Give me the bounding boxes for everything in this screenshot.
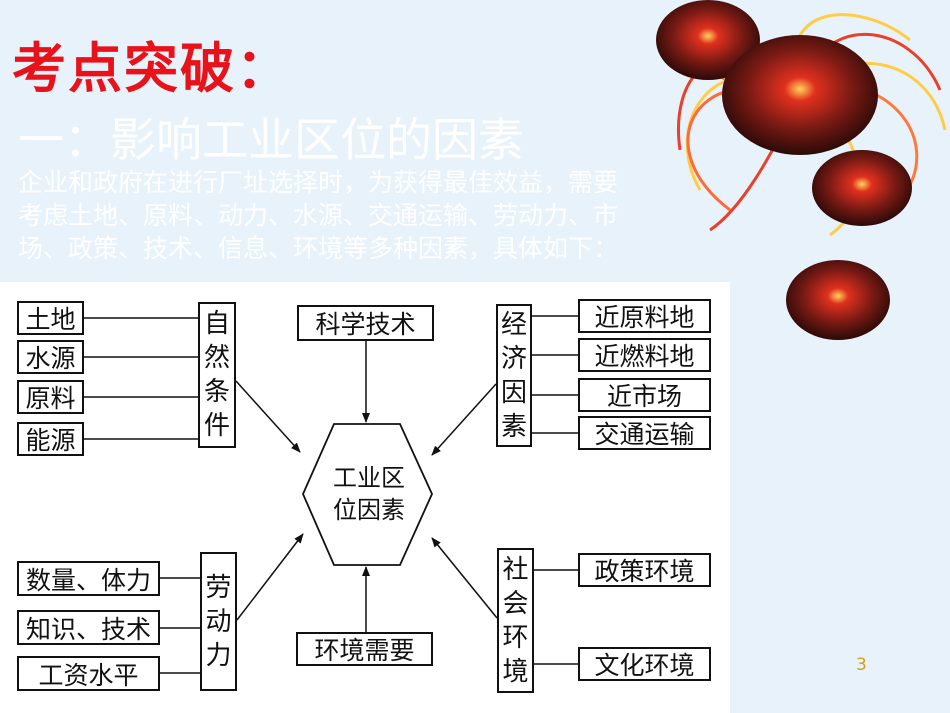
natural-item-box: 能源 — [17, 422, 84, 456]
label-char: 因 — [500, 377, 527, 408]
slide-title: 考点突破： — [12, 37, 292, 100]
center-label-line: 工业区 — [333, 464, 405, 492]
slide-subtitle: 一：影响工业区位的因素 — [18, 113, 524, 167]
economic-item-box: 近市场 — [578, 378, 711, 412]
labor-item-box: 数量、体力 — [17, 561, 160, 596]
label-char: 力 — [205, 640, 232, 671]
label-char: 条 — [203, 377, 230, 407]
natural-item-box: 水源 — [17, 340, 84, 374]
label-char: 经 — [500, 309, 527, 340]
label-char: 会 — [502, 588, 529, 619]
intro-line: 企业和政府在进行厂址选择时，为获得最佳效益，需要 — [18, 168, 619, 197]
labor-item-box: 工资水平 — [17, 656, 160, 691]
arrow — [431, 383, 497, 456]
social-item-box: 文化环境 — [578, 647, 711, 681]
arrow — [235, 380, 301, 453]
natural-item-box: 土地 — [17, 301, 84, 335]
environment-needs-box: 环境需要 — [296, 632, 433, 666]
label-char: 动 — [205, 606, 232, 637]
intro-line: 考虑土地、原料、动力、水源、交通运输、劳动力、市 — [18, 201, 619, 230]
natural-conditions-box: 自 然 条 件 — [198, 302, 236, 448]
arrow — [236, 533, 304, 621]
arrow — [431, 537, 498, 619]
label-char: 然 — [203, 343, 230, 373]
label-char: 境 — [502, 656, 529, 687]
label-char: 劳 — [205, 572, 232, 603]
economic-factors-box: 经 济 因 素 — [496, 304, 532, 447]
label-char: 济 — [500, 343, 527, 374]
economic-item-box: 近原料地 — [578, 299, 711, 333]
label-char: 件 — [203, 411, 230, 441]
labor-box: 劳 动 力 — [200, 552, 237, 691]
label-char: 素 — [500, 411, 527, 442]
intro-line: 场、政策、技术、信息、环境等多种因素，具体如下： — [18, 234, 619, 263]
social-environment-box: 社 会 环 境 — [497, 548, 534, 693]
label-char: 环 — [502, 622, 529, 653]
economic-item-box: 近燃料地 — [578, 338, 711, 372]
label-char: 自 — [203, 309, 230, 339]
intro-text: 企业和政府在进行厂址选择时，为获得最佳效益，需要 考虑土地、原料、动力、水源、交… — [18, 166, 778, 265]
page-number: 3 — [856, 655, 867, 675]
science-technology-box: 科学技术 — [297, 305, 434, 341]
label-char: 社 — [502, 554, 529, 585]
center-hexagon — [302, 423, 433, 566]
center-label-line: 位因素 — [333, 496, 405, 524]
social-item-box: 政策环境 — [578, 553, 711, 587]
center-factor-label: 工业区 位因素 — [309, 462, 429, 526]
economic-item-box: 交通运输 — [578, 416, 711, 450]
labor-item-box: 知识、技术 — [17, 610, 160, 645]
natural-item-box: 原料 — [17, 380, 84, 414]
decorative-sphere-cluster — [656, 0, 947, 340]
